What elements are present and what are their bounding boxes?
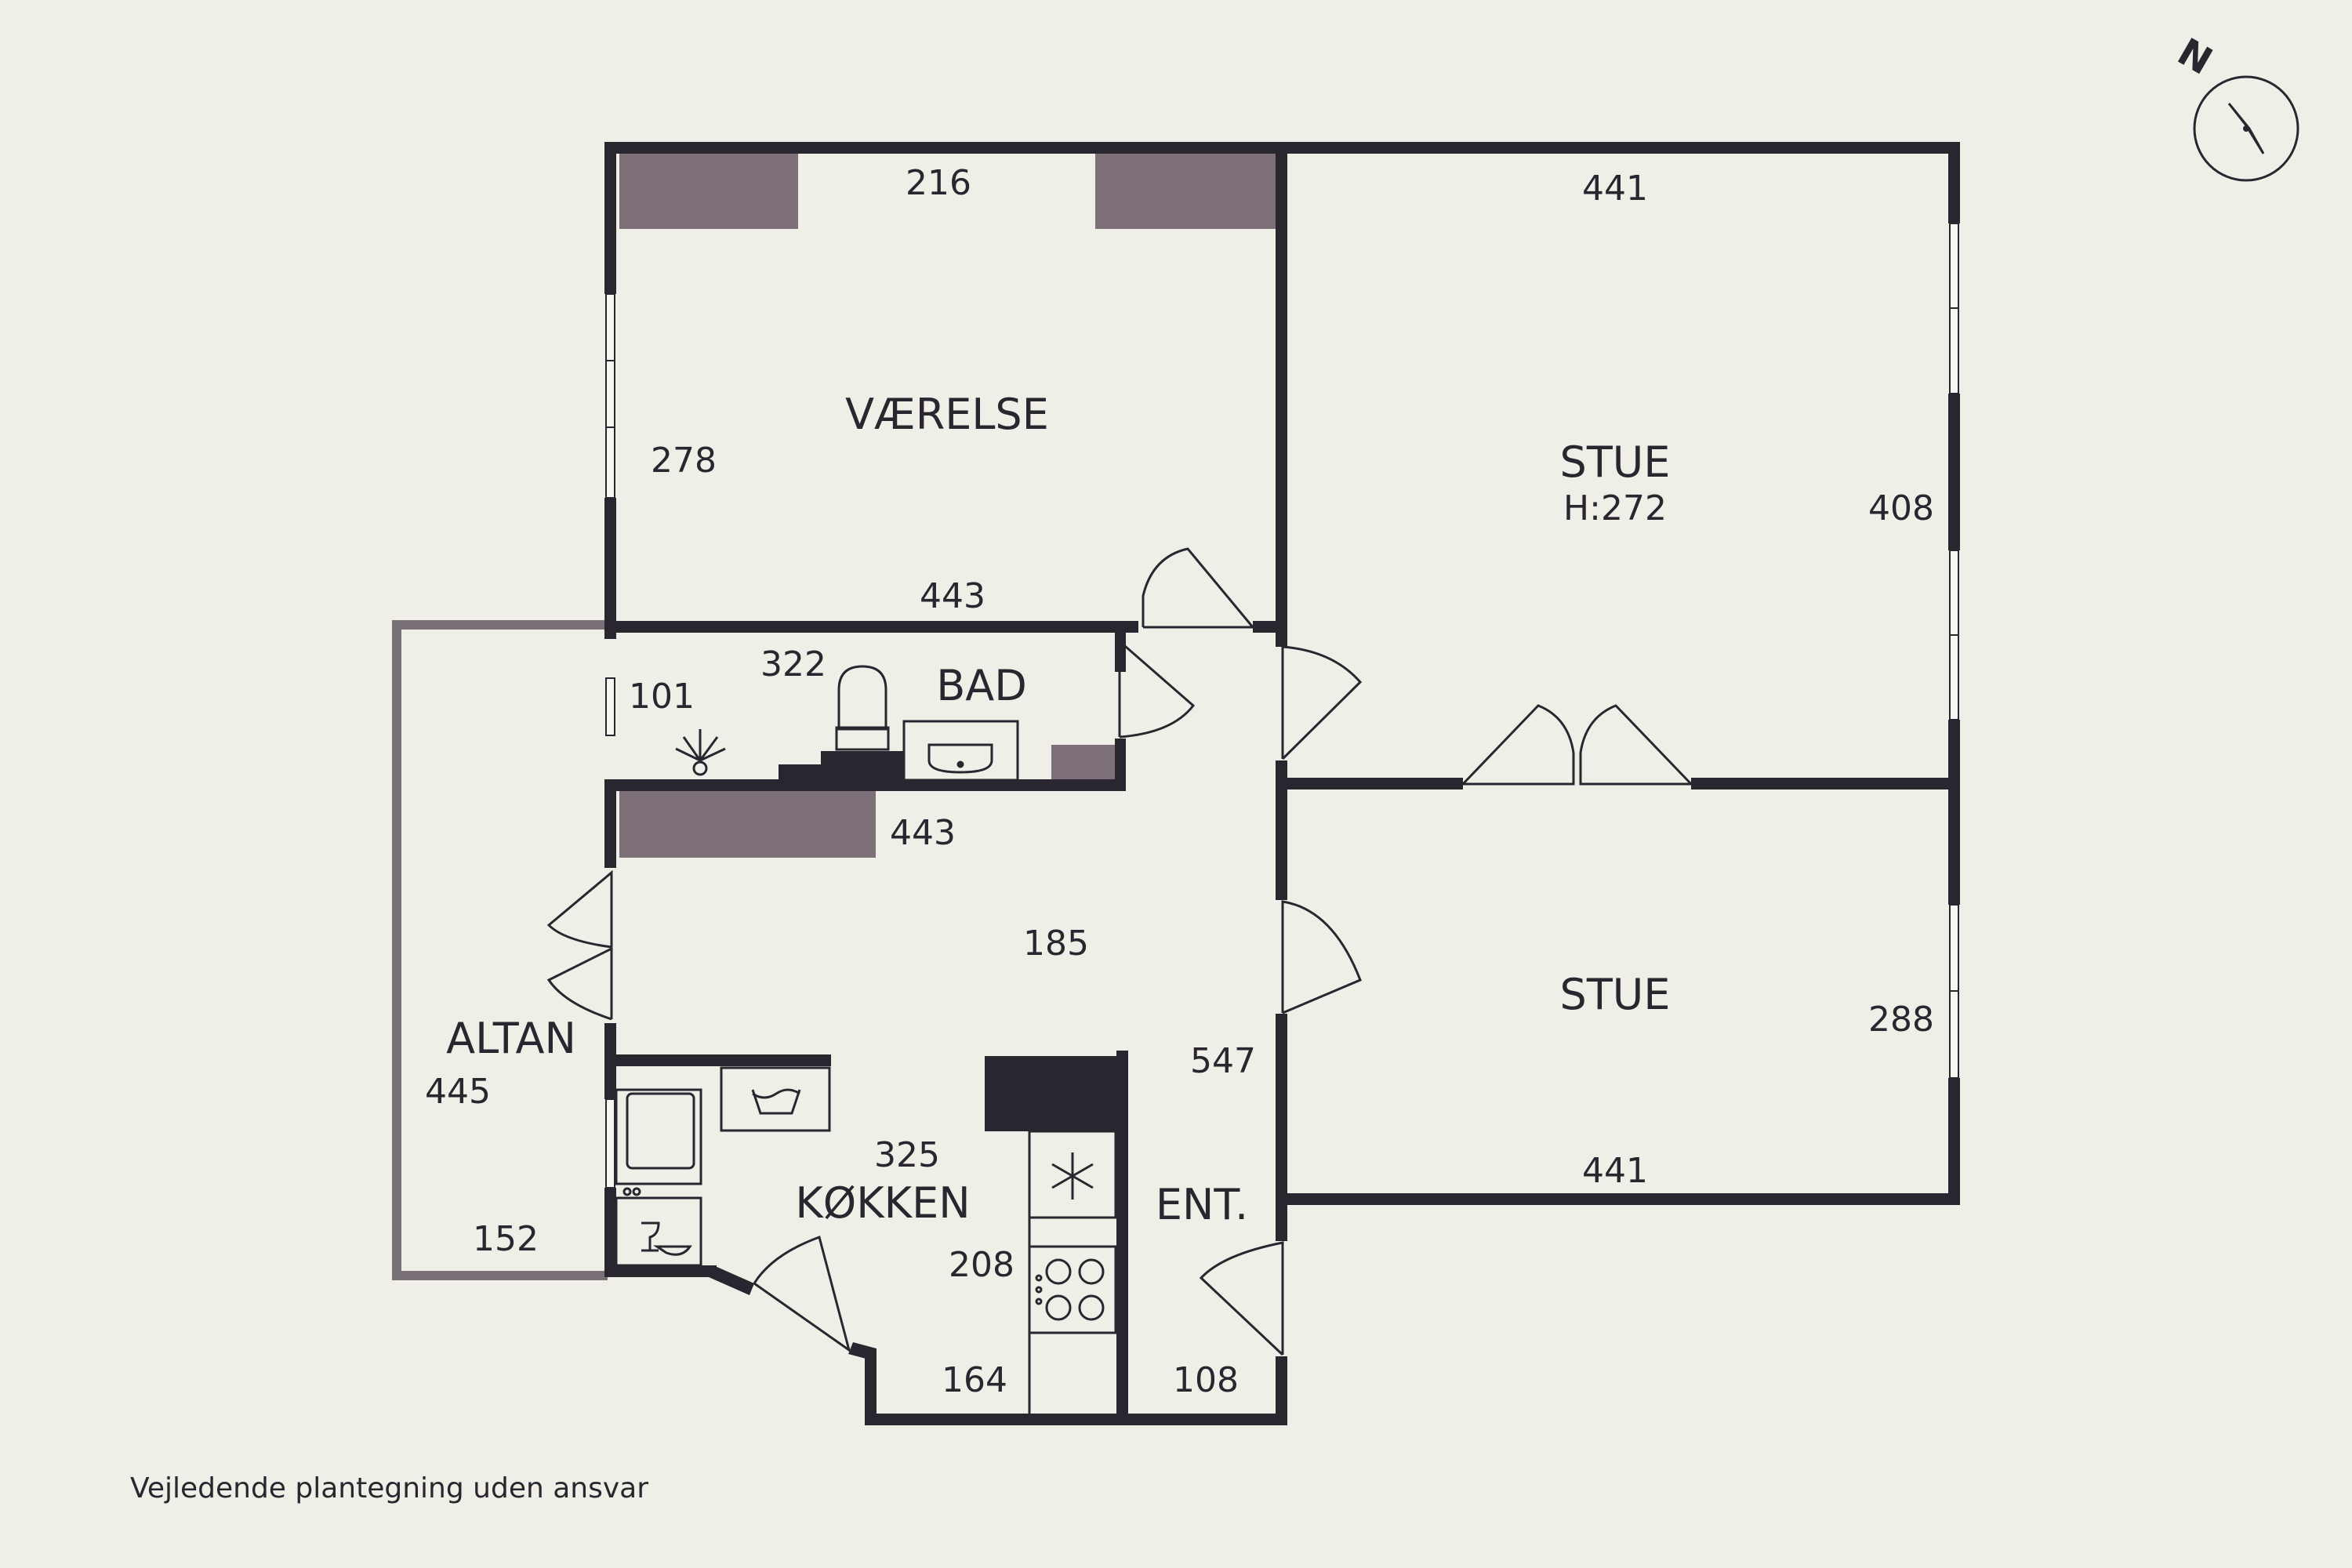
room-label-koekken: KØKKEN — [795, 1178, 970, 1228]
door-bad — [1118, 638, 1196, 739]
wardrobe-right — [1095, 154, 1276, 229]
toilet-icon — [835, 665, 890, 751]
dimension-label: 441 — [1582, 1151, 1648, 1191]
wall-koekken-diagonal — [709, 1265, 754, 1295]
stove-icon — [1028, 1245, 1117, 1334]
dimension-label: 547 — [1190, 1041, 1256, 1081]
door-stue-double-right — [1579, 704, 1693, 786]
wall-bad-right-b — [1115, 739, 1126, 786]
dimension-label: 441 — [1582, 169, 1648, 209]
dimension-label: 164 — [942, 1360, 1007, 1400]
wall-right-b — [1948, 394, 1960, 550]
wall-hall-right-b — [1276, 760, 1287, 900]
room-label-entre: ENT. — [1156, 1180, 1248, 1229]
door-entre — [1199, 1241, 1284, 1356]
window-stue-upper-c — [1949, 550, 1959, 636]
window-koekken — [605, 1098, 615, 1189]
window-stue-upper-d — [1949, 634, 1959, 720]
wall-koekken-left — [604, 1054, 616, 1099]
door-koekken — [753, 1236, 851, 1353]
wall-koekken-diagonal-b — [848, 1342, 877, 1360]
window-bad — [605, 677, 615, 736]
wall-stue-divider-a — [1281, 778, 1463, 789]
kitchen-unit-icon — [615, 1088, 702, 1196]
dimension-label: 288 — [1868, 1000, 1934, 1040]
dishwasher-icon — [615, 1196, 702, 1267]
sink-icon — [902, 720, 1019, 782]
wall-vaerelse-left-a — [604, 142, 616, 294]
wall-hall-left-a — [604, 784, 616, 868]
wall-stue-lower-bottom — [1281, 1193, 1960, 1205]
dimension-label: 152 — [473, 1219, 539, 1259]
washing-machine-icon — [720, 1066, 831, 1132]
wall-hall-right-a — [1276, 630, 1287, 647]
window-vaerelse-b — [605, 360, 615, 428]
disclaimer-text: Vejledende plantegning uden ansvar — [130, 1472, 649, 1504]
room-label-bad: BAD — [936, 661, 1027, 710]
freezer-icon — [1028, 1130, 1117, 1219]
walls — [604, 142, 1960, 1425]
dimension-label: 445 — [425, 1072, 491, 1112]
wall-entre-left — [1116, 1051, 1128, 1425]
dimension-label: 185 — [1023, 924, 1089, 964]
wardrobes — [619, 154, 1276, 858]
windows — [605, 223, 1959, 1189]
doors — [546, 547, 1693, 1356]
dimension-label: 278 — [651, 441, 717, 481]
door-vaerelse — [1142, 547, 1254, 629]
door-altan-b — [546, 946, 613, 1021]
window-stue-upper-b — [1949, 307, 1959, 394]
shower-icon — [675, 729, 726, 776]
dimension-label: 216 — [906, 163, 971, 203]
door-stue-upper — [1281, 645, 1363, 760]
fixtures — [615, 665, 1117, 1414]
wall-vaerelse-left-b — [604, 498, 616, 639]
wall-right-a — [1948, 142, 1960, 223]
wall-bad-bottom — [604, 779, 1126, 791]
dimension-label: 101 — [629, 677, 695, 717]
balcony-outline — [392, 620, 608, 1280]
wardrobe-left — [619, 154, 798, 229]
dimension-label: 322 — [760, 644, 826, 684]
wall-koekken-bottom-left — [604, 1265, 717, 1277]
dimension-label: 108 — [1173, 1360, 1239, 1400]
compass-north-label: N — [2170, 30, 2220, 84]
wall-hall-right-c — [1276, 1014, 1287, 1241]
door-stue-double-left — [1461, 704, 1575, 786]
wall-koekken-left-b — [604, 1188, 616, 1276]
window-stue-lower-a — [1949, 904, 1959, 992]
wall-koekken-top — [610, 1054, 831, 1066]
compass-icon — [2193, 75, 2299, 182]
door-stue-lower — [1281, 900, 1362, 1014]
wall-bottom — [865, 1414, 1287, 1425]
bath-cabinet — [1051, 745, 1116, 779]
dimension-label: 408 — [1868, 488, 1934, 528]
window-stue-lower-b — [1949, 990, 1959, 1079]
wall-right-c — [1948, 720, 1960, 905]
window-stue-upper-a — [1949, 223, 1959, 309]
room-label-altan: ALTAN — [446, 1014, 576, 1063]
dimension-label: 325 — [874, 1135, 940, 1175]
wall-stue-divider-b — [1691, 778, 1960, 789]
bath-step — [779, 751, 904, 784]
room-label-stue-lower: STUE — [1560, 970, 1671, 1019]
wall-right-d — [1948, 1078, 1960, 1205]
dimension-label: 208 — [949, 1245, 1014, 1285]
wall-entre-right — [1276, 1356, 1287, 1425]
wall-vaerelse-bottom-a — [604, 621, 1138, 633]
dimension-label: 443 — [920, 576, 985, 616]
hall-wardrobe — [619, 790, 876, 858]
window-vaerelse-c — [605, 426, 615, 499]
wall-vaerelse-right — [1276, 142, 1287, 630]
door-altan-a — [546, 869, 613, 949]
room-height-label: H:272 — [1563, 488, 1667, 528]
fridge-block — [985, 1056, 1126, 1131]
window-vaerelse-a — [605, 293, 615, 361]
dimension-label: 443 — [890, 813, 956, 853]
room-label-vaerelse: VÆRELSE — [845, 390, 1049, 439]
room-label-stue-upper: STUE — [1560, 437, 1671, 487]
wall-koekken-left-bottom — [865, 1348, 877, 1425]
